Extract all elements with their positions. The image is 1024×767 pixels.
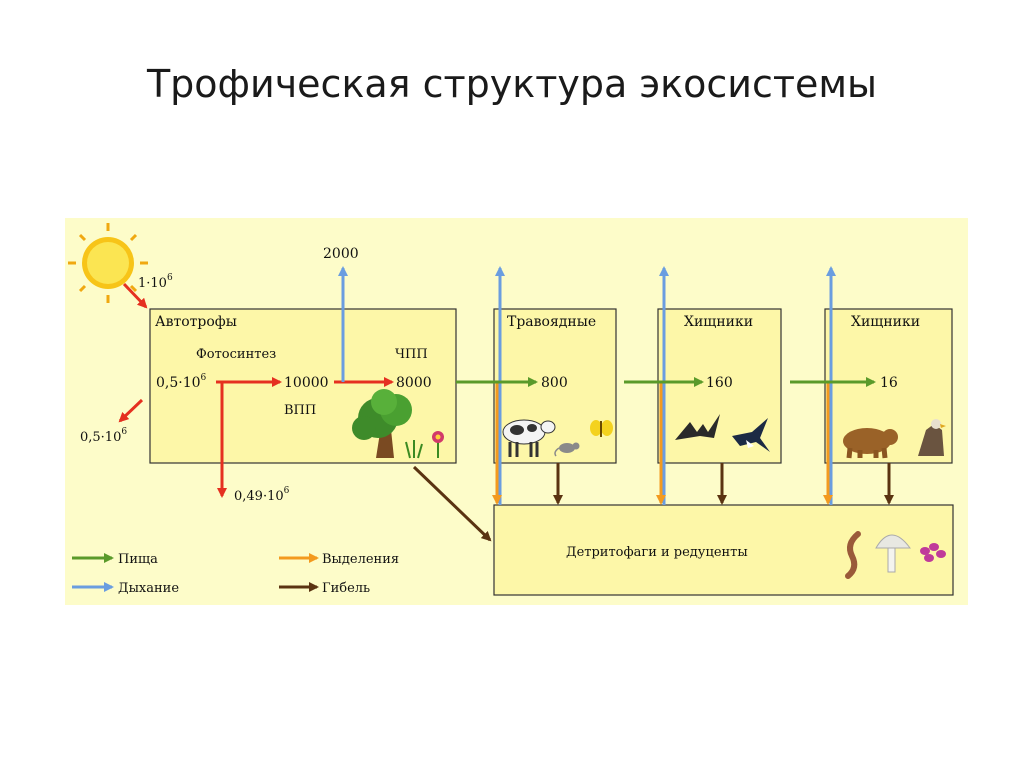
herbivores-label: Травоядные: [507, 314, 596, 330]
butterfly-icon: [590, 420, 613, 437]
worm-icon: [845, 531, 861, 579]
respiration-top-value: 2000: [323, 246, 359, 262]
mouse-icon: [554, 442, 580, 457]
mushroom-icon: [875, 534, 911, 573]
grass-icon: [405, 440, 423, 459]
solar-in-arrow: [122, 282, 148, 309]
legend-excretion-label: Выделения: [322, 552, 399, 567]
carnivores1-box: [657, 308, 782, 464]
npp-value: 8000: [396, 375, 432, 391]
reflected-value: 0,5·106: [80, 427, 127, 445]
legend: Пища Дыхание Выделения Гибель: [72, 552, 399, 596]
sun-energy-label: 1·106: [138, 273, 173, 291]
carnivores2-label: Хищники: [851, 314, 920, 330]
flower-icon: [432, 431, 444, 458]
swallow-icon: [732, 418, 770, 452]
photosynthesis-label: Фотосинтез: [196, 347, 276, 362]
autotrophs-label: Автотрофы: [155, 314, 237, 330]
bat-icon: [675, 414, 720, 440]
lost-down-value: 0,49·106: [234, 486, 290, 504]
autotrophs-box: [149, 308, 457, 464]
legend-food-label: Пища: [118, 552, 158, 567]
legend-respiration-label: Дыхание: [118, 581, 179, 596]
herbivores-value: 800: [541, 375, 568, 391]
death-arrow-autotrophs: [412, 465, 492, 542]
decomposers-label: Детритофаги и редуценты: [566, 545, 748, 560]
gpp-value: 10000: [284, 375, 329, 391]
photosynthesis-input: 0,5·106: [156, 373, 207, 391]
tree-icon: [352, 389, 412, 458]
carnivores1-label: Хищники: [684, 314, 753, 330]
legend-death-label: Гибель: [322, 581, 370, 596]
bear-icon: [843, 428, 898, 459]
eagle-icon: [918, 419, 946, 456]
gpp-label: ВПП: [284, 403, 316, 418]
sun-icon: [68, 223, 148, 303]
slide-title: Трофическая структура экосистемы: [146, 62, 878, 106]
cow-icon: [502, 419, 556, 457]
npp-label: ЧПП: [395, 347, 428, 362]
carnivores2-value: 16: [880, 375, 898, 391]
decomposers-box: [493, 504, 954, 596]
reflected-arrow: [118, 398, 144, 423]
bacteria-icon: [920, 543, 946, 562]
carnivores1-value: 160: [706, 375, 733, 391]
